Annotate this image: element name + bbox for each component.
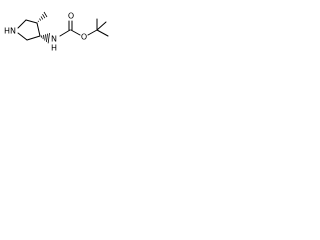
- bond-c3-c4: [36, 22, 41, 37]
- bond-cquat-me3: [96, 21, 107, 31]
- chemical-structure: H N N H O O: [4, 11, 109, 53]
- bond-nh-c2: [17, 19, 27, 29]
- carbamate-nitrogen-label: N: [51, 35, 57, 44]
- carbonyl-oxygen-label: O: [68, 12, 74, 21]
- ring-nitrogen-h-label: H: [4, 27, 10, 36]
- bond-oester-cquat: [87, 29, 98, 36]
- bond-c2-c3: [25, 19, 38, 24]
- bond-ccarbonyl-oester: [70, 29, 81, 36]
- bond-c5-nh: [17, 32, 28, 41]
- bond-cquat-me1: [96, 29, 109, 37]
- pyrrolidine-ring: [17, 19, 41, 41]
- nh-hashed-wedge: [40, 33, 50, 44]
- bond-n-ccarbonyl: [59, 29, 71, 37]
- carbamate-chain: [59, 18, 109, 37]
- bond-c4-c5: [26, 35, 41, 41]
- carbamate-nitrogen-h-label: H: [51, 44, 57, 53]
- ring-nitrogen-label: N: [10, 27, 16, 36]
- methyl-hashed-wedge: [37, 11, 48, 23]
- ester-oxygen-label: O: [81, 33, 87, 42]
